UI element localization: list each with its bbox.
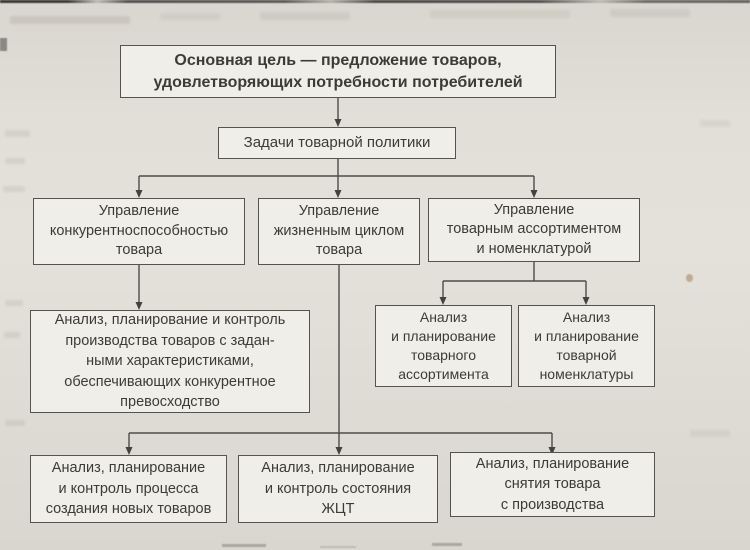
bleedthrough-text-ghost xyxy=(5,420,25,426)
bleedthrough-text-ghost xyxy=(10,16,130,24)
connector-tasks-branch xyxy=(135,159,538,198)
node-product-policy-tasks: Задачи товарной политики xyxy=(218,127,456,159)
node-manage-lifecycle: Управление жизненным циклом товара xyxy=(258,198,420,265)
bleedthrough-text-ghost xyxy=(5,158,25,164)
bleedthrough-text-ghost xyxy=(610,9,690,17)
scan-top-edge-artifact xyxy=(0,0,750,3)
connector-competitiveness-to-production xyxy=(135,265,143,310)
bleedthrough-text-ghost xyxy=(3,186,25,192)
bleedthrough-text-ghost xyxy=(430,10,570,18)
connector-goal-to-tasks xyxy=(334,98,342,127)
node-main-goal: Основная цель — предложение товаров, удо… xyxy=(120,45,556,98)
bleedthrough-text-ghost xyxy=(260,12,350,20)
connector-lifecycle-branch xyxy=(125,265,556,455)
node-new-products-analysis: Анализ, планирование и контроль процесса… xyxy=(30,455,227,523)
node-manage-assortment: Управление товарным ассортиментом и номе… xyxy=(428,198,640,262)
cutoff-caption-fragment xyxy=(432,543,462,546)
bleedthrough-text-ghost xyxy=(5,300,23,306)
bleedthrough-text-ghost xyxy=(700,120,730,127)
bleedthrough-text-ghost xyxy=(4,332,20,338)
node-manage-competitiveness: Управление конкурентноспособностью товар… xyxy=(33,198,245,265)
scan-stain xyxy=(686,274,693,282)
bleedthrough-text-ghost xyxy=(5,130,30,137)
bleedthrough-text-ghost xyxy=(690,430,730,437)
scan-speck xyxy=(0,38,7,51)
node-lifecycle-state-analysis: Анализ, планирование и контроль состояни… xyxy=(238,455,438,523)
bleedthrough-text-ghost xyxy=(160,13,220,20)
node-assortment-analysis: Анализ и планирование товарного ассортим… xyxy=(375,305,512,387)
connector-assortment-branch xyxy=(439,262,590,305)
node-production-analysis: Анализ, планирование и контроль производ… xyxy=(30,310,310,413)
cutoff-caption-fragment xyxy=(222,544,266,547)
node-nomenclature-analysis: Анализ и планирование товарной номенклат… xyxy=(518,305,655,387)
cutoff-caption-fragment xyxy=(320,546,356,548)
node-withdrawal-analysis: Анализ, планирование снятия товара с про… xyxy=(450,452,655,517)
